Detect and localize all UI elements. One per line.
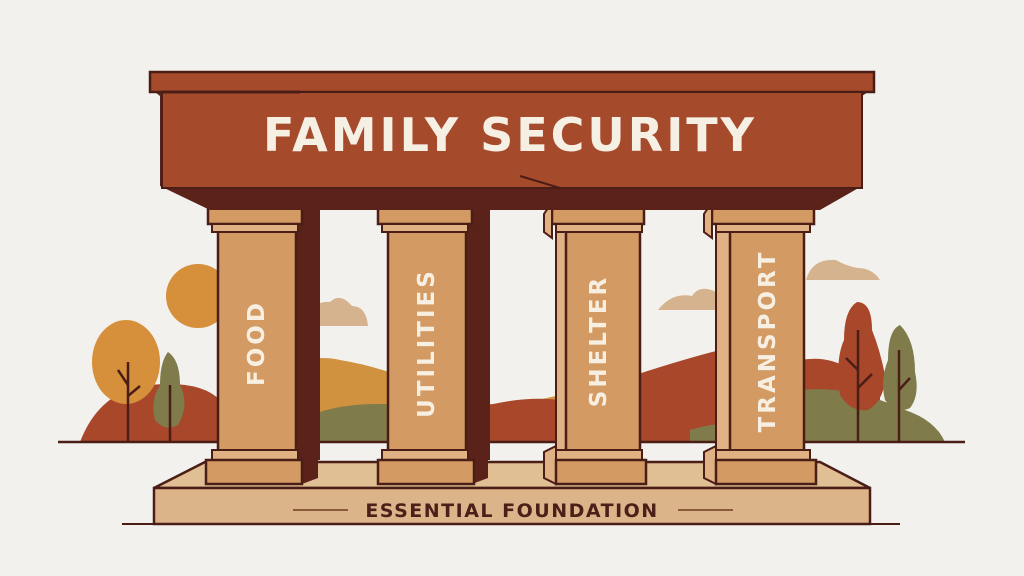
landscape-background [58, 259, 965, 444]
foundation-label: ESSENTIAL FOUNDATION [365, 500, 659, 522]
pillar-label-transport: TRANSPORT [755, 249, 781, 433]
pillar-label-shelter: SHELTER [586, 274, 612, 408]
pillar-transport [703, 198, 818, 486]
pillar-label-food: FOOD [244, 300, 270, 386]
sun-icon [166, 264, 230, 328]
roof-beam [148, 70, 876, 210]
cloud-left-icon [305, 297, 368, 326]
cloud-right-icon [806, 259, 880, 280]
foundation-base [122, 460, 900, 526]
pillar-label-utilities: UTILITIES [414, 268, 440, 418]
cloud-center-icon [658, 288, 716, 310]
pillar-shelter [543, 198, 648, 486]
page-title: FAMILY SECURITY [263, 108, 757, 162]
pillar-food [204, 200, 320, 486]
